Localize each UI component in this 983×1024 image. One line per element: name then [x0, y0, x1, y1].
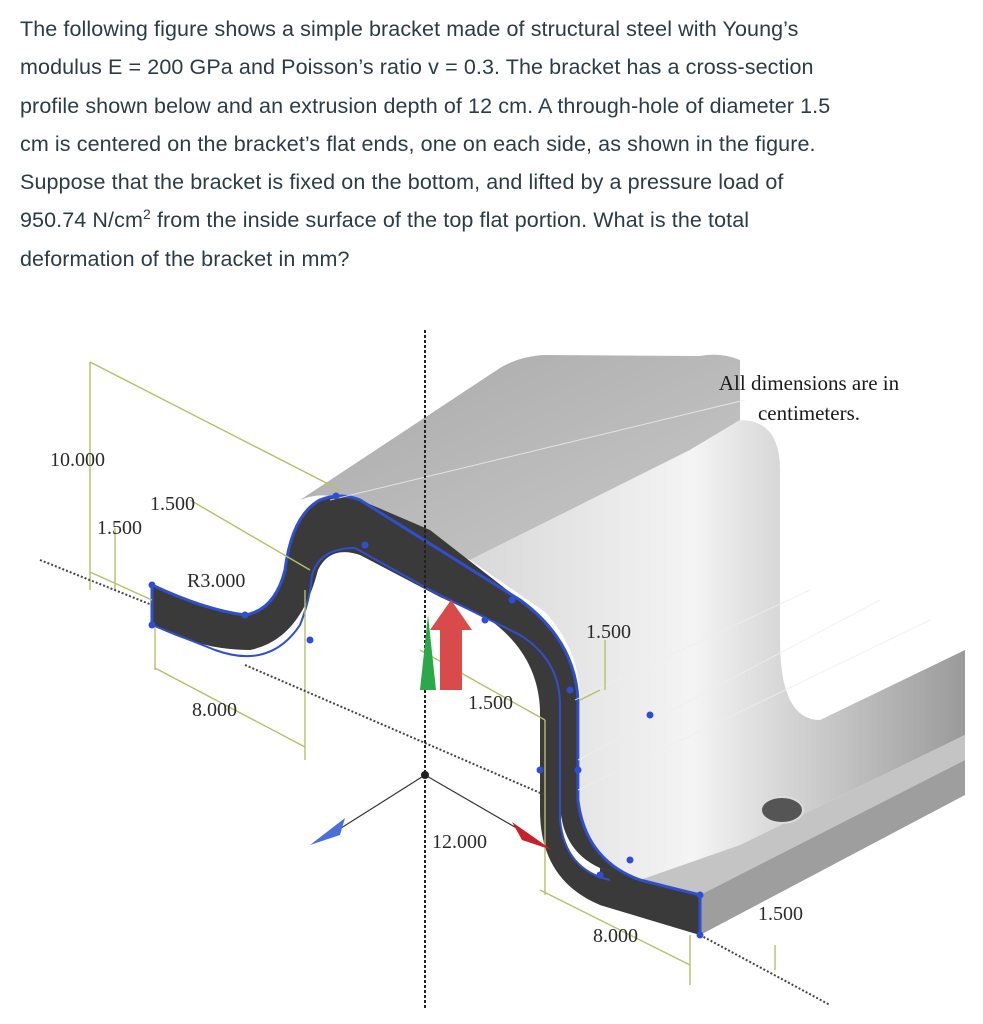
dotted-construction-lines	[39, 559, 831, 1006]
dim-flat-right-label: 8.000	[593, 925, 638, 947]
dim-thickness-right-label: 1.500	[586, 621, 631, 643]
top-face	[300, 354, 740, 560]
through-hole	[760, 796, 804, 824]
dim-center-gap-label: 1.500	[468, 692, 513, 714]
section-outline-inner	[151, 546, 611, 881]
right-curved-wall	[470, 420, 965, 880]
axis-x-line	[329, 774, 426, 836]
question-text: The following figure shows a simple brac…	[20, 10, 975, 278]
origin-point	[421, 771, 429, 779]
cross-section	[152, 496, 700, 935]
axis-y-arrow	[420, 615, 436, 690]
surface-lines	[329, 399, 931, 791]
dim-thickness-b-label: 1.500	[97, 517, 142, 539]
question-line-6-rest: from the inside surface of the top flat …	[150, 208, 750, 233]
right-foot-side	[700, 760, 965, 935]
axis-x-arrow	[310, 818, 345, 845]
dim-hole-offset-label: 1.500	[758, 903, 803, 925]
pressure-load-arrow	[430, 600, 472, 690]
superscript-2: 2	[143, 206, 151, 223]
pressure-value: 950.74 N/cm	[20, 208, 143, 233]
bracket-drawing: 10.000 1.500 1.500 R3.000 8.000 1.500 1.…	[39, 330, 965, 1010]
dim-height-label: 10.000	[50, 449, 105, 471]
question-line-6: 950.74 N/cm2 from the inside surface of …	[20, 201, 975, 239]
axis-z-line	[424, 774, 521, 831]
dim-radius-label: R3.000	[187, 570, 245, 592]
dimension-lines	[89, 361, 776, 985]
dim-depth-label-bg	[428, 827, 506, 853]
axis-z-arrow	[512, 822, 552, 850]
dim-depth-label: 12.000	[432, 831, 487, 853]
dim-thickness-a-label: 1.500	[150, 493, 195, 515]
dim-flat-left-label: 8.000	[192, 699, 237, 721]
question-line-5: Suppose that the bracket is fixed on the…	[20, 170, 784, 195]
bracket-figure: 10.000 1.500 1.500 R3.000 8.000 1.500 1.…	[0, 300, 983, 1024]
question-line-3: profile shown below and an extrusion dep…	[20, 93, 831, 118]
units-note-line-2: centimeters.	[758, 401, 860, 425]
units-note-line-1: All dimensions are in	[719, 371, 900, 395]
question-line-4: cm is centered on the bracket’s flat end…	[20, 131, 816, 156]
question-line-1: The following figure shows a simple brac…	[20, 17, 799, 41]
question-line-7: deformation of the bracket in mm?	[20, 246, 350, 271]
vertex-markers	[148, 492, 704, 939]
question-line-2: modulus E = 200 GPa and Poisson’s ratio …	[20, 55, 814, 80]
